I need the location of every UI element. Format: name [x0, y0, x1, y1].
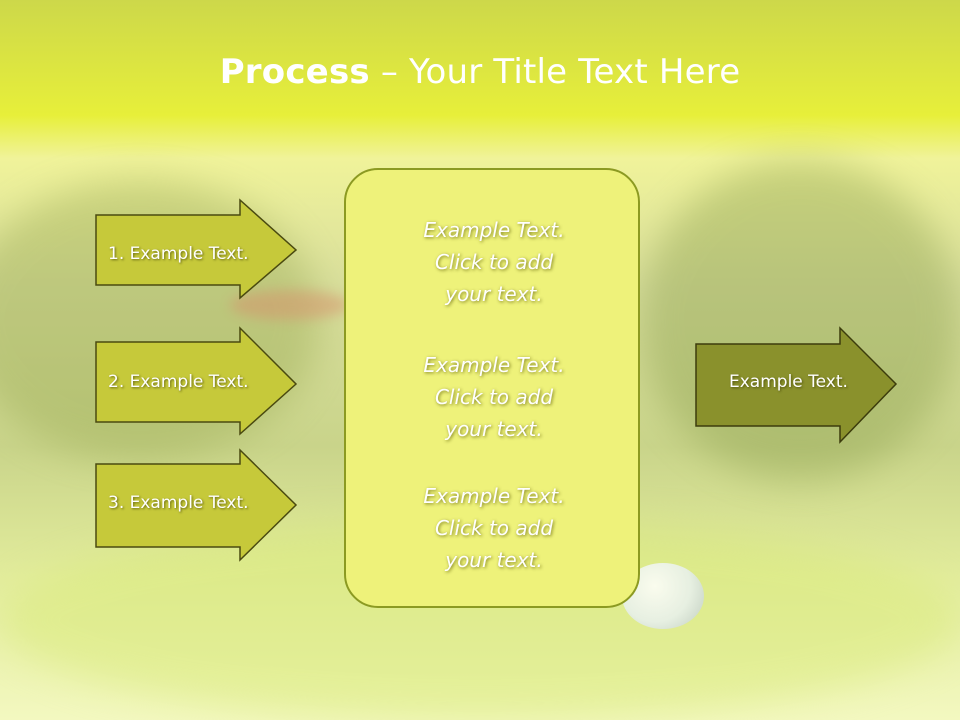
center-block-3-line-1: Example Text. — [423, 484, 565, 508]
center-block-1: Example Text. Click to add your text. — [346, 214, 642, 310]
left-arrow-1 — [95, 198, 298, 300]
center-block-1-line-1: Example Text. — [423, 218, 565, 242]
page-title: Process – Your Title Text Here — [0, 52, 960, 92]
center-block-1-line-2: Click to add — [434, 250, 554, 274]
center-block-2-line-3: your text. — [445, 417, 543, 441]
left-arrow-label-1: 1. Example Text. — [108, 244, 249, 264]
title-rest: – Your Title Text Here — [369, 52, 741, 92]
center-block-2: Example Text. Click to add your text. — [346, 349, 642, 445]
left-arrow-label-2: 2. Example Text. — [108, 372, 249, 392]
center-block-3-line-3: your text. — [445, 548, 543, 572]
center-block-1-line-3: your text. — [445, 282, 543, 306]
center-block-3-line-2: Click to add — [434, 516, 554, 540]
title-bold: Process — [219, 52, 370, 92]
right-arrow-label: Example Text. — [729, 372, 848, 392]
center-text-box[interactable]: Example Text. Click to add your text. Ex… — [344, 168, 640, 608]
left-arrow-label-3: 3. Example Text. — [108, 493, 249, 513]
center-block-2-line-2: Click to add — [434, 385, 554, 409]
center-block-3: Example Text. Click to add your text. — [346, 480, 642, 576]
center-block-2-line-1: Example Text. — [423, 353, 565, 377]
player-arm-blur — [230, 290, 350, 320]
left-arrow-3 — [95, 448, 298, 562]
left-arrow-2 — [95, 326, 298, 436]
right-arrow — [695, 326, 898, 444]
